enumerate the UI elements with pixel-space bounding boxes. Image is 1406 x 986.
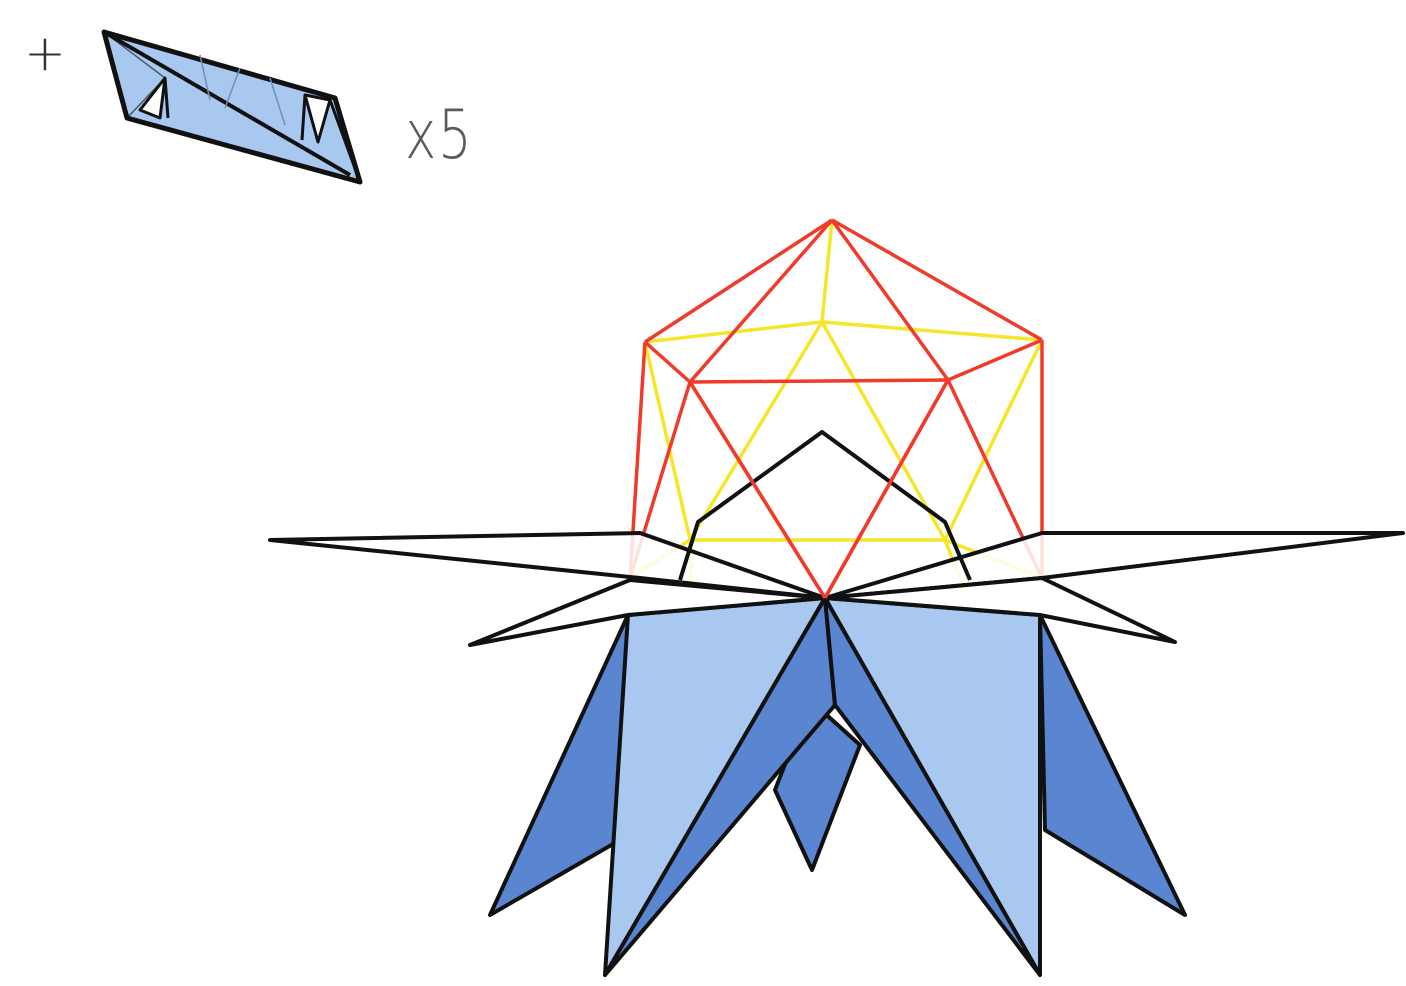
blue-petals <box>490 598 1185 975</box>
folding-unit-icon <box>104 32 360 182</box>
inner-peak <box>680 432 970 580</box>
star-point-left <box>270 533 825 598</box>
petal-far-left <box>490 615 628 915</box>
petal-far-right <box>1040 615 1185 915</box>
